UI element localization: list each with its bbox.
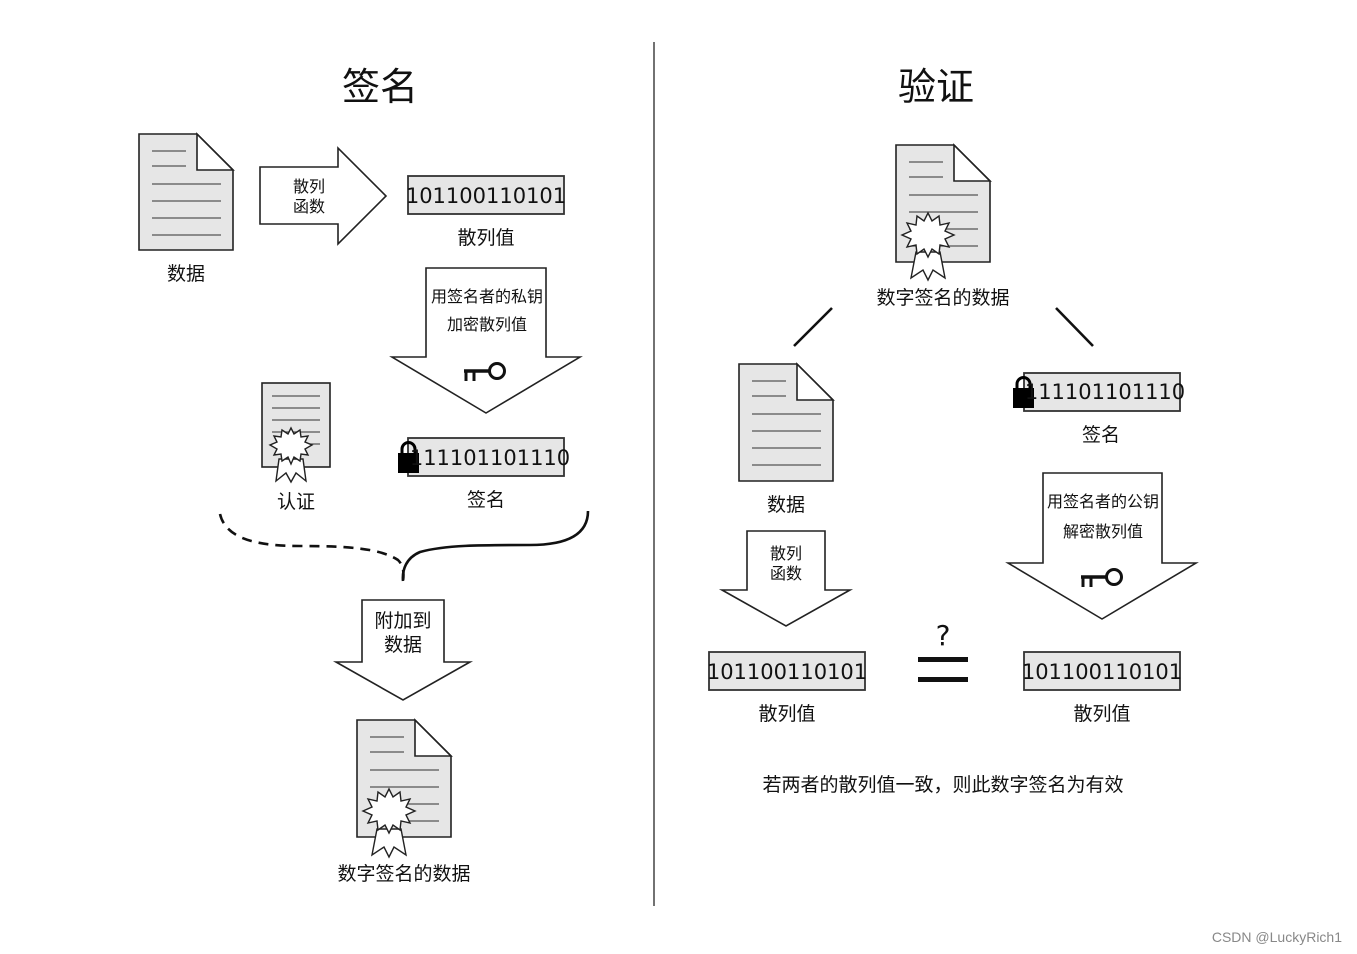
attach-arrow bbox=[332, 599, 474, 701]
lock-icon bbox=[1013, 376, 1034, 408]
lock-icon bbox=[398, 441, 419, 473]
verify-title: 验证 bbox=[898, 65, 974, 109]
sign-cert-label: 认证 bbox=[277, 491, 315, 513]
sign-title: 签名 bbox=[342, 65, 418, 109]
verify-hash-func-line2: 函数 bbox=[770, 564, 802, 583]
signature-join-curve bbox=[401, 510, 590, 582]
hash-function-arrow bbox=[259, 146, 388, 246]
verify-hash-func-line1: 散列 bbox=[770, 544, 802, 563]
sign-hash-label: 散列值 bbox=[457, 227, 514, 249]
sign-attach-line1: 附加到 bbox=[374, 610, 431, 632]
verify-hash-label-right: 散列值 bbox=[1073, 703, 1130, 725]
document-icon bbox=[738, 362, 835, 482]
verify-hash-binary-left: 101100110101 bbox=[707, 660, 867, 684]
verify-signature-label: 签名 bbox=[1082, 424, 1120, 446]
verify-data-label: 数据 bbox=[767, 494, 805, 516]
sign-hash-func-line2: 函数 bbox=[293, 197, 325, 216]
hash-function-arrow bbox=[718, 530, 854, 627]
private-key-icon bbox=[464, 362, 506, 381]
sign-hash-binary: 101100110101 bbox=[406, 184, 566, 208]
signed-document-icon bbox=[356, 718, 453, 859]
verify-decrypt-line1: 用签名者的公钥 bbox=[1047, 492, 1159, 511]
verify-decrypt-line2: 解密散列值 bbox=[1063, 522, 1143, 541]
compare-question-mark: ? bbox=[936, 619, 951, 652]
sign-hash-func-line1: 散列 bbox=[293, 177, 325, 196]
hash-value-box-left bbox=[708, 651, 866, 691]
watermark: CSDN @LuckyRich1 bbox=[1212, 929, 1342, 945]
sign-attach-line2: 数据 bbox=[384, 634, 422, 656]
verify-signature-binary: 111101101110 bbox=[1025, 380, 1185, 404]
hash-value-box bbox=[407, 175, 565, 215]
split-line-left bbox=[793, 307, 833, 347]
public-key-icon bbox=[1081, 568, 1123, 587]
verify-signed-data-label: 数字签名的数据 bbox=[876, 287, 1009, 309]
sign-signature-label: 签名 bbox=[467, 489, 505, 511]
sign-signature-binary: 111101101110 bbox=[410, 446, 570, 470]
document-icon bbox=[138, 132, 235, 251]
verify-hash-binary-right: 101100110101 bbox=[1022, 660, 1182, 684]
encrypt-arrow bbox=[389, 267, 583, 414]
decrypt-arrow bbox=[1005, 472, 1199, 620]
sign-encrypt-line1: 用签名者的私钥 bbox=[431, 287, 543, 306]
verify-conclusion: 若两者的散列值一致，则此数字签名为有效 bbox=[762, 774, 1123, 796]
signature-box bbox=[407, 437, 565, 477]
sign-encrypt-line2: 加密散列值 bbox=[447, 315, 527, 334]
equals-sign bbox=[918, 657, 968, 682]
certificate-icon bbox=[261, 382, 331, 484]
split-line-right bbox=[1055, 307, 1094, 347]
signed-document-icon bbox=[895, 143, 992, 282]
verify-hash-label-left: 散列值 bbox=[758, 703, 815, 725]
certificate-join-curve bbox=[218, 513, 405, 582]
hash-value-box-right bbox=[1023, 651, 1181, 691]
sign-data-label: 数据 bbox=[167, 263, 205, 285]
sign-signed-data-label: 数字签名的数据 bbox=[337, 863, 470, 885]
